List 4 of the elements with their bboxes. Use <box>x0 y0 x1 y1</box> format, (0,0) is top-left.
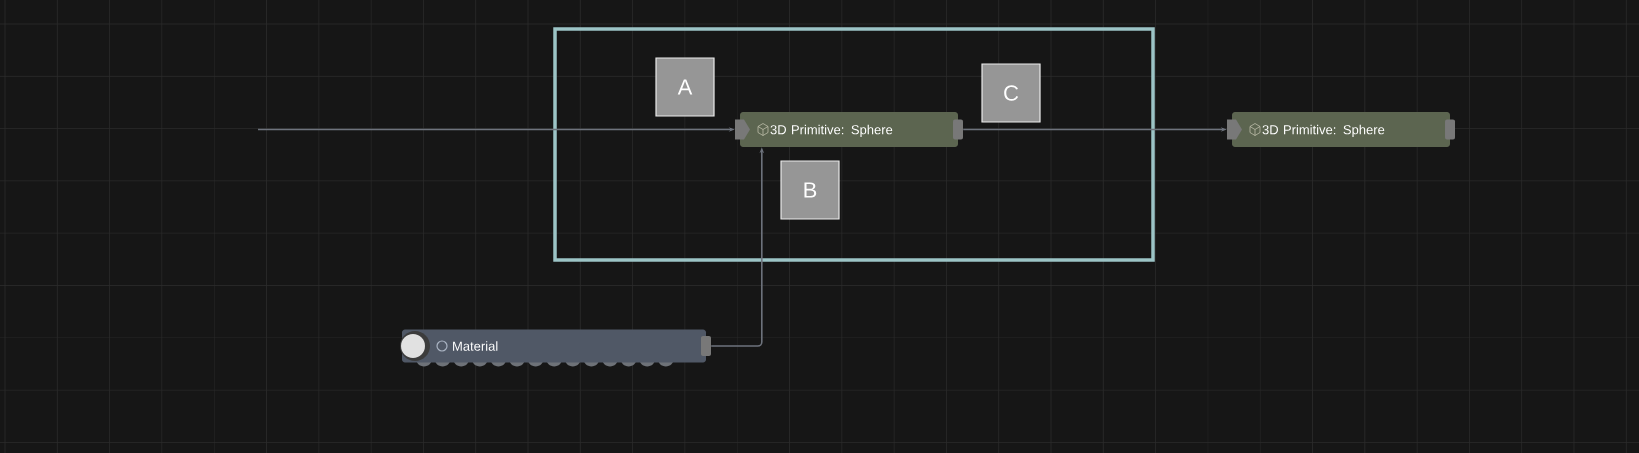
letter-box: B <box>780 160 840 220</box>
highlight-frame <box>553 27 1155 262</box>
letter-box: C <box>981 63 1041 123</box>
letter-box: A <box>655 57 715 117</box>
